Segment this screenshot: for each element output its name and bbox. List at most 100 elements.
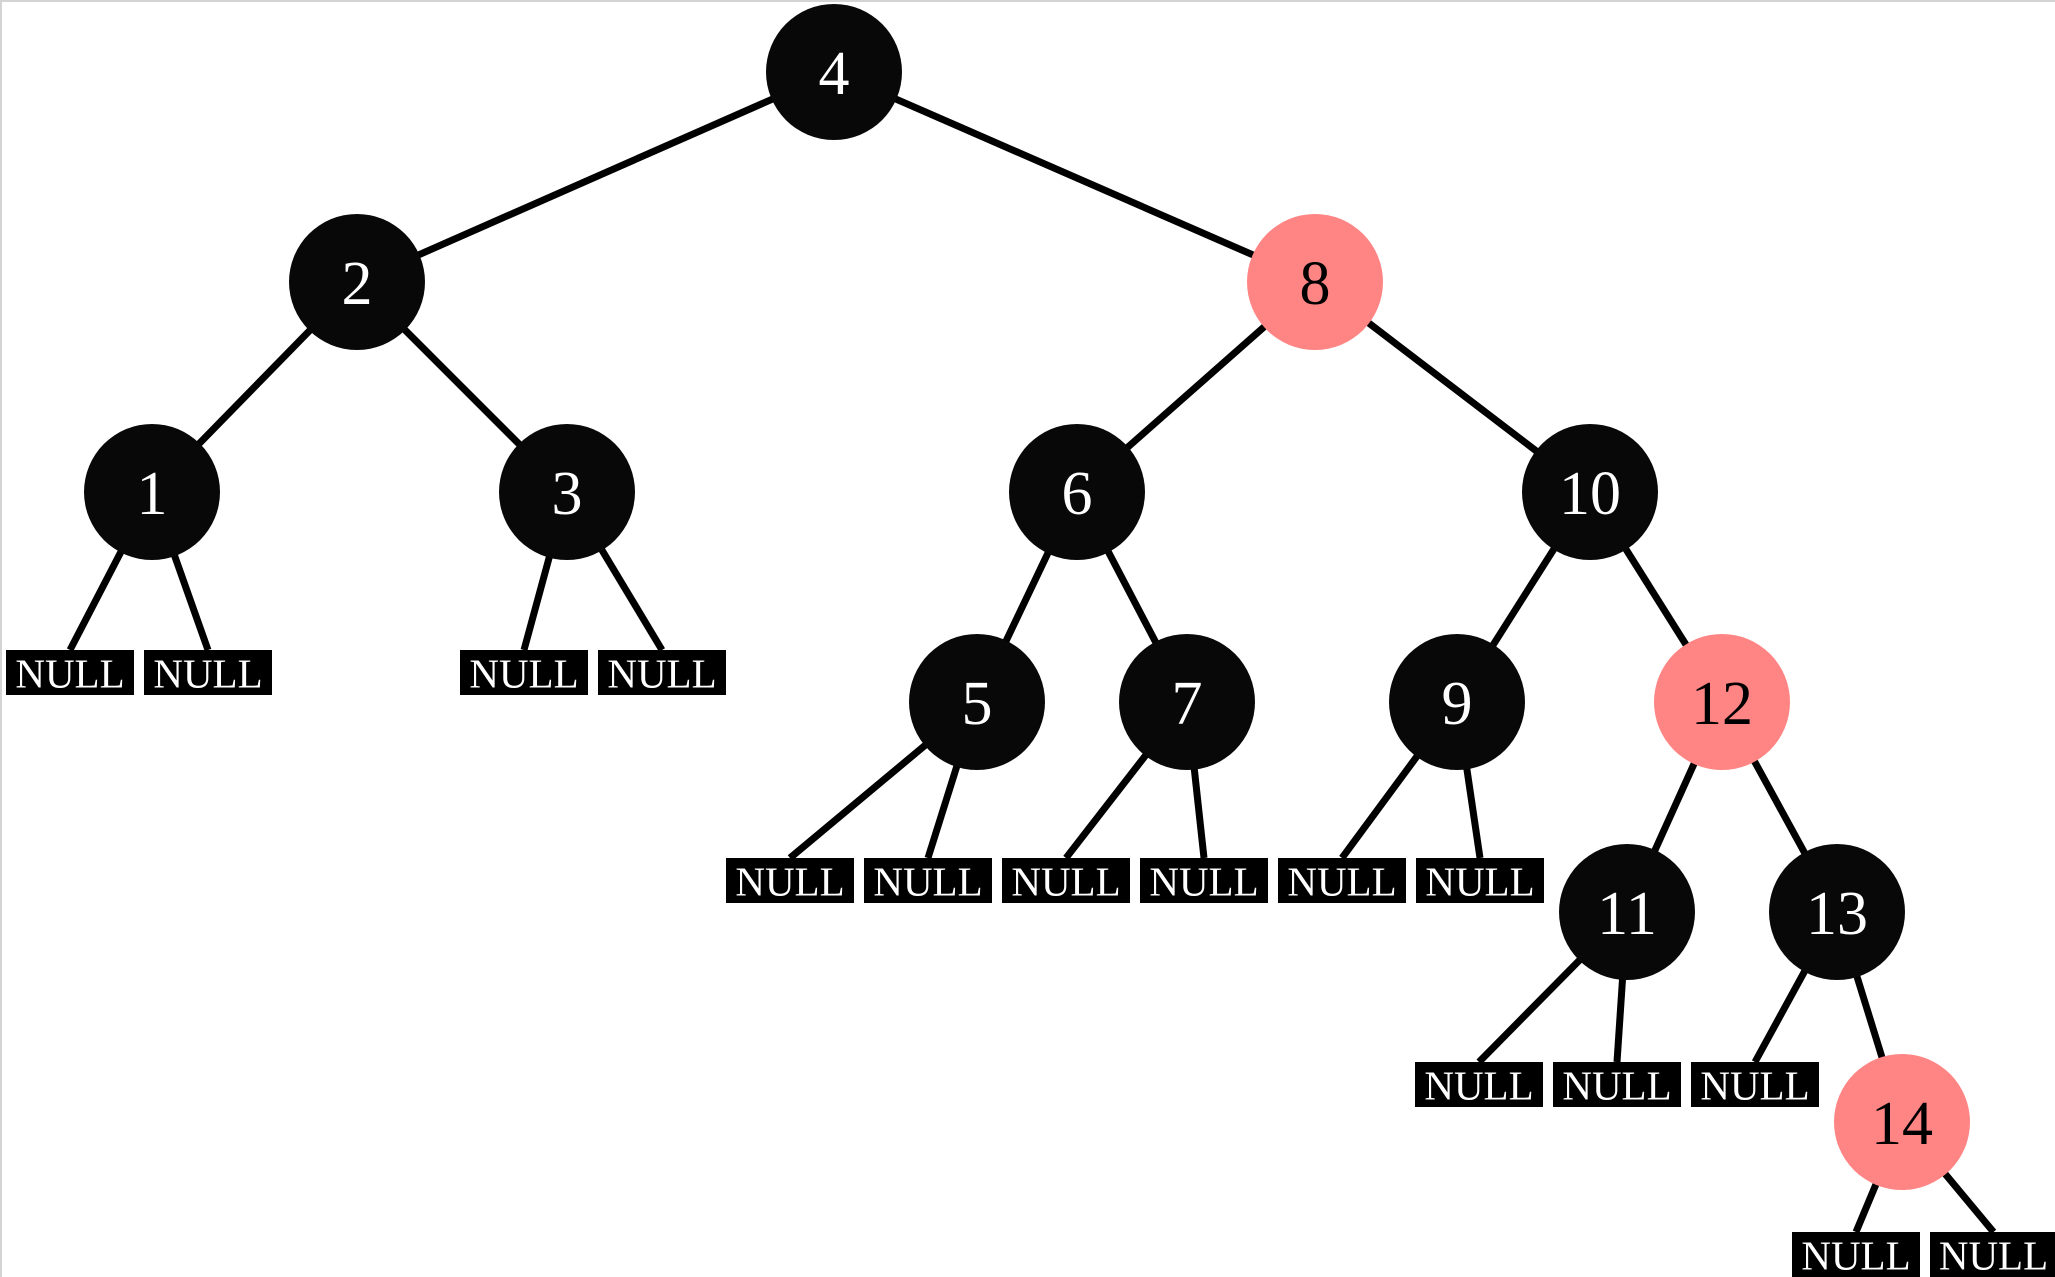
node-key-label: 1	[137, 460, 168, 528]
tree-edge	[1613, 974, 1627, 1063]
null-box-label: NULL	[873, 859, 982, 905]
tree-edge	[1852, 970, 1887, 1064]
null-box-label: NULL	[1149, 859, 1258, 905]
null-leaf-box: NULL	[726, 858, 854, 905]
node-key-label: 14	[1871, 1090, 1933, 1158]
red-node-circle[interactable]	[1654, 634, 1790, 770]
null-leaf-box: NULL	[1691, 1062, 1819, 1109]
null-box-label: NULL	[1425, 859, 1534, 905]
black-node-circle[interactable]	[1119, 634, 1255, 770]
black-node-circle[interactable]	[84, 424, 220, 560]
edges-layer	[66, 93, 1997, 1235]
tree-edge	[787, 739, 932, 861]
tree-edge	[1121, 320, 1271, 454]
tree-edge	[924, 760, 962, 860]
tree-node-6[interactable]: 6	[1009, 424, 1145, 560]
tree-edge	[1939, 1167, 1997, 1235]
null-leaf-box: NULL	[1415, 1062, 1543, 1109]
tree-node-11[interactable]: 11	[1559, 844, 1695, 980]
node-key-label: 13	[1806, 880, 1868, 948]
node-key-label: 10	[1559, 460, 1621, 528]
tree-edge	[1339, 750, 1423, 861]
null-box-rect	[1415, 1062, 1543, 1107]
tree-edge	[1751, 965, 1811, 1064]
null-leaf-box: NULL	[1416, 858, 1544, 905]
null-leaf-box: NULL	[864, 858, 992, 905]
null-leaf-box: NULL	[1278, 858, 1406, 905]
tree-edge	[1462, 763, 1484, 859]
null-box-rect	[864, 858, 992, 903]
tree-edge	[1476, 954, 1586, 1065]
null-box-rect	[6, 650, 134, 695]
tree-node-8[interactable]: 8	[1247, 214, 1383, 350]
tree-node-14[interactable]: 14	[1834, 1054, 1970, 1190]
tree-node-2[interactable]: 2	[289, 214, 425, 350]
node-key-label: 6	[1062, 460, 1093, 528]
null-leaf-box: NULL	[1930, 1232, 2055, 1277]
null-boxes-layer: NULL NULL NULL NULL NULL NULL NULL NULL NULL NULL…	[6, 650, 2055, 1277]
tree-edge	[1620, 543, 1692, 651]
black-node-circle[interactable]	[1559, 844, 1695, 980]
null-box-label: NULL	[469, 651, 578, 697]
tree-edge	[889, 93, 1260, 261]
tree-edge	[1102, 545, 1162, 649]
null-box-rect	[726, 858, 854, 903]
tree-edge	[1852, 1178, 1882, 1234]
black-node-circle[interactable]	[1522, 424, 1658, 560]
tree-node-5[interactable]: 5	[909, 634, 1045, 770]
tree-edge	[1063, 749, 1152, 861]
null-box-label: NULL	[1287, 859, 1396, 905]
black-node-circle[interactable]	[289, 214, 425, 350]
node-key-label: 5	[962, 670, 993, 738]
tree-edge	[1487, 542, 1560, 652]
null-leaf-box: NULL	[1140, 858, 1268, 905]
black-node-circle[interactable]	[499, 424, 635, 560]
tree-node-3[interactable]: 3	[499, 424, 635, 560]
tree-edge	[66, 545, 127, 652]
tree-node-1[interactable]: 1	[84, 424, 220, 560]
tree-edge	[1362, 317, 1543, 457]
null-box-rect	[598, 650, 726, 695]
tree-node-12[interactable]: 12	[1654, 634, 1790, 770]
red-node-circle[interactable]	[1834, 1054, 1970, 1190]
null-leaf-box: NULL	[1553, 1062, 1681, 1109]
null-box-label: NULL	[153, 651, 262, 697]
null-leaf-box: NULL	[144, 650, 272, 697]
null-leaf-box: NULL	[460, 650, 588, 697]
tree-edge	[596, 543, 665, 652]
null-box-rect	[1553, 1062, 1681, 1107]
black-node-circle[interactable]	[1389, 634, 1525, 770]
null-box-rect	[460, 650, 588, 695]
node-key-label: 9	[1442, 670, 1473, 738]
tree-node-7[interactable]: 7	[1119, 634, 1255, 770]
tree-node-10[interactable]: 10	[1522, 424, 1658, 560]
null-box-label: NULL	[1700, 1063, 1809, 1109]
null-box-label: NULL	[607, 651, 716, 697]
node-key-label: 8	[1300, 250, 1331, 318]
tree-edge	[1649, 757, 1700, 857]
null-box-rect	[1691, 1062, 1819, 1107]
node-key-label: 3	[552, 460, 583, 528]
tree-node-13[interactable]: 13	[1769, 844, 1905, 980]
null-box-rect	[1278, 858, 1406, 903]
null-box-rect	[1416, 858, 1544, 903]
null-box-label: NULL	[1562, 1063, 1671, 1109]
null-box-label: NULL	[1424, 1063, 1533, 1109]
red-node-circle[interactable]	[1247, 214, 1383, 350]
tree-edge	[398, 323, 526, 451]
tree-edge	[520, 551, 554, 651]
null-box-label: NULL	[1939, 1233, 2048, 1277]
null-leaf-box: NULL	[1792, 1232, 1920, 1277]
black-node-circle[interactable]	[766, 4, 902, 140]
black-node-circle[interactable]	[909, 634, 1045, 770]
tree-node-4[interactable]: 4	[766, 4, 902, 140]
node-key-label: 2	[342, 250, 373, 318]
black-node-circle[interactable]	[1009, 424, 1145, 560]
tree-edge	[1190, 763, 1208, 859]
null-box-label: NULL	[15, 651, 124, 697]
tree-node-9[interactable]: 9	[1389, 634, 1525, 770]
black-node-circle[interactable]	[1769, 844, 1905, 980]
null-box-rect	[1930, 1232, 2055, 1277]
